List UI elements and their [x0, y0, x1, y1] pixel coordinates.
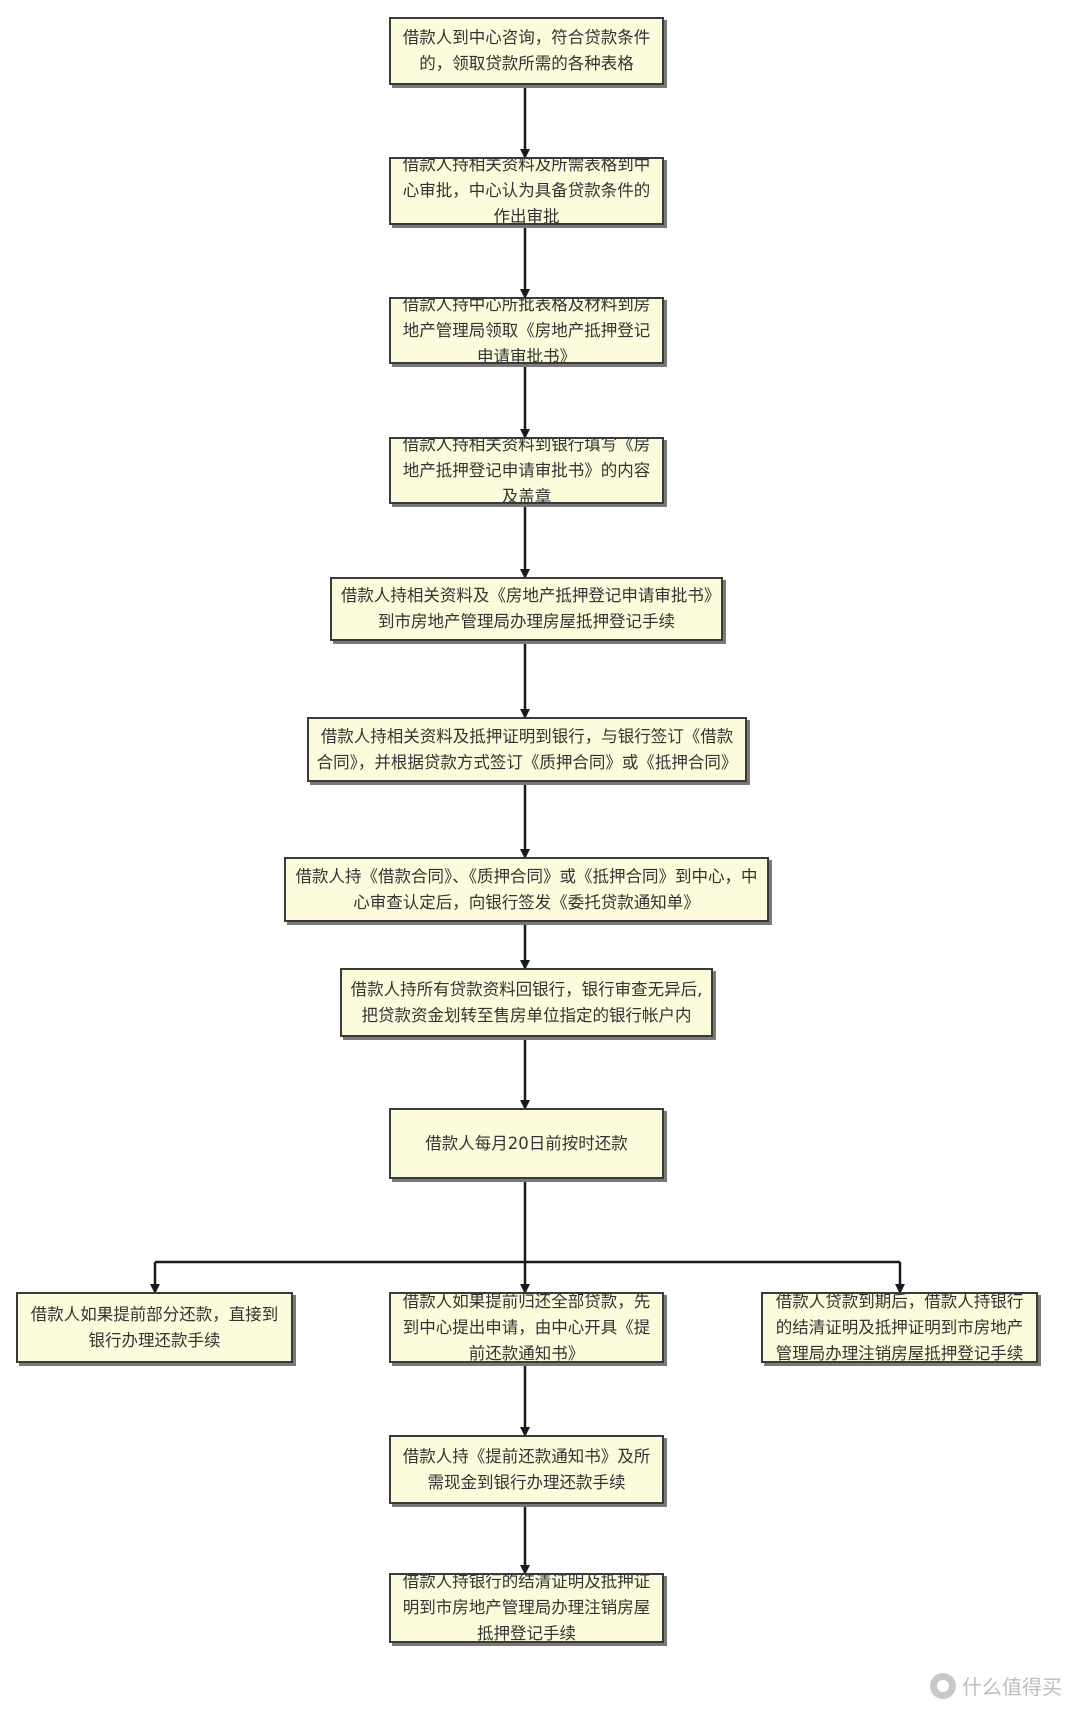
step-housing-bureau-form-text: 借款人持中心所批表格及材料到房地产管理局领取《房地产抵押登记申请审批书》 [402, 297, 651, 364]
step-loan-notice-text: 借款人持《借款合同》、《质押合同》或《抵押合同》到中心，中心审查认定后，向银行签… [295, 866, 758, 912]
step-consult-node: 借款人到中心咨询，符合贷款条件的，领取贷款所需的各种表格 [389, 17, 664, 85]
step-monthly-repayment-node: 借款人每月20日前按时还款 [389, 1108, 664, 1179]
step-loan-notice-node: 借款人持《借款合同》、《质押合同》或《抵押合同》到中心，中心审查认定后，向银行签… [284, 857, 769, 922]
step-sign-contracts-node: 借款人持相关资料及抵押证明到银行，与银行签订《借款合同》，并根据贷款方式签订《质… [307, 717, 747, 782]
step-consult-text: 借款人到中心咨询，符合贷款条件的，领取贷款所需的各种表格 [402, 28, 651, 73]
branch-full-prepayment-node: 借款人如果提前归还全部贷款，先到中心提出申请，由中心开具《提前还款通知书》 [389, 1292, 664, 1363]
branch-full-prepayment-text: 借款人如果提前归还全部贷款，先到中心提出申请，由中心开具《提前还款通知书》 [402, 1292, 651, 1363]
step-bank-fill-form-text: 借款人持相关资料到银行填写《房地产抵押登记申请审批书》的内容及盖章 [402, 437, 651, 504]
step-monthly-repayment-text: 借款人每月20日前按时还款 [425, 1133, 628, 1153]
watermark: 什么值得买 [930, 1671, 1062, 1700]
branch-partial-prepayment-text: 借款人如果提前部分还款，直接到银行办理还款手续 [30, 1304, 279, 1350]
step-center-approval-text: 借款人持相关资料及所需表格到中心审批，中心认为具备贷款条件的作出审批 [402, 157, 651, 225]
branch-loan-maturity-text: 借款人贷款到期后，借款人持银行的结清证明及抵押证明到市房地产管理局办理注销房屋抵… [775, 1292, 1024, 1363]
branch-loan-maturity-node: 借款人贷款到期后，借款人持银行的结清证明及抵押证明到市房地产管理局办理注销房屋抵… [761, 1292, 1038, 1363]
step-bank-fill-form-node: 借款人持相关资料到银行填写《房地产抵押登记申请审批书》的内容及盖章 [389, 437, 664, 504]
step-sign-contracts-text: 借款人持相关资料及抵押证明到银行，与银行签订《借款合同》，并根据贷款方式签订《质… [316, 726, 738, 772]
smzdm-logo-icon [930, 1672, 956, 1699]
watermark-text: 什么值得买 [962, 1675, 1062, 1699]
step-housing-bureau-form-node: 借款人持中心所批表格及材料到房地产管理局领取《房地产抵押登记申请审批书》 [389, 297, 664, 364]
step-mortgage-registration-node: 借款人持相关资料及《房地产抵押登记申请审批书》到市房地产管理局办理房屋抵押登记手… [330, 577, 723, 641]
step-cancel-mortgage-text: 借款人持银行的结清证明及抵押证明到市房地产管理局办理注销房屋抵押登记手续 [402, 1573, 651, 1643]
step-fund-transfer-node: 借款人持所有贷款资料回银行，银行审查无异后,把贷款资金划转至售房单位指定的银行帐… [340, 968, 713, 1037]
step-bank-prepayment-node: 借款人持《提前还款通知书》及所需现金到银行办理还款手续 [389, 1435, 664, 1504]
step-center-approval-node: 借款人持相关资料及所需表格到中心审批，中心认为具备贷款条件的作出审批 [389, 157, 664, 225]
step-mortgage-registration-text: 借款人持相关资料及《房地产抵押登记申请审批书》到市房地产管理局办理房屋抵押登记手… [340, 586, 713, 631]
branch-partial-prepayment-node: 借款人如果提前部分还款，直接到银行办理还款手续 [16, 1292, 293, 1363]
step-bank-prepayment-text: 借款人持《提前还款通知书》及所需现金到银行办理还款手续 [402, 1446, 651, 1492]
step-fund-transfer-text: 借款人持所有贷款资料回银行，银行审查无异后,把贷款资金划转至售房单位指定的银行帐… [350, 979, 703, 1025]
step-cancel-mortgage-node: 借款人持银行的结清证明及抵押证明到市房地产管理局办理注销房屋抵押登记手续 [389, 1573, 664, 1643]
